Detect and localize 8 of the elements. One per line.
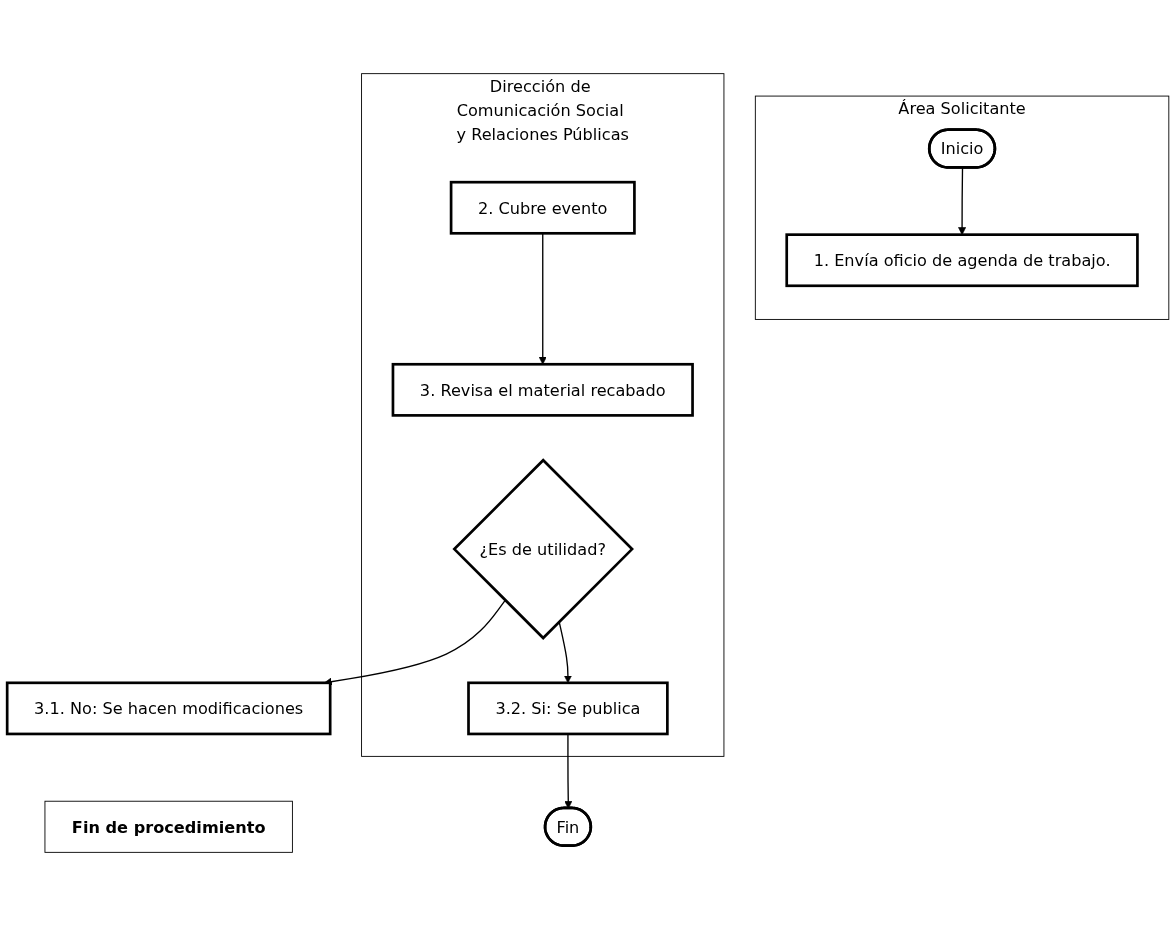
node-box: Fin de procedimiento (44, 800, 293, 853)
node-diamond: ¿Es de utilidad? (452, 458, 634, 640)
node-box: 2. Cubre evento (449, 180, 636, 235)
node-box: 1. Envía oficio de agenda de trabajo. (785, 233, 1139, 288)
node-box: 3.2. Si: Se publica (467, 681, 669, 736)
node-box: 3.1. No: Se hacen modificaciones (5, 681, 332, 736)
node-box: 3. Revisa el material recabado (391, 362, 694, 417)
arrow (958, 167, 966, 235)
